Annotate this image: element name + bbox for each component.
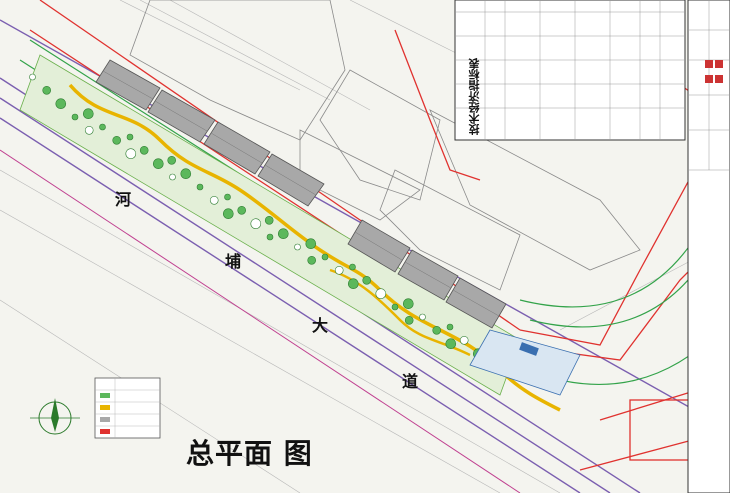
tree: [375, 288, 387, 300]
tech-table-title: 技术经济指标表: [468, 58, 481, 135]
tree: [277, 228, 289, 239]
tree: [169, 173, 176, 181]
tree: [223, 208, 234, 219]
tree: [459, 335, 469, 345]
tree: [307, 255, 317, 265]
tree: [294, 243, 301, 251]
tree: [42, 86, 52, 95]
tree: [153, 158, 164, 169]
tree: [55, 98, 67, 109]
tree: [347, 278, 359, 290]
tree: [237, 206, 246, 215]
tree: [139, 146, 149, 155]
tree: [83, 108, 94, 119]
tree: [126, 133, 134, 141]
tree: [29, 73, 36, 81]
tree: [125, 148, 137, 159]
tree: [404, 315, 414, 325]
tree: [349, 263, 356, 271]
neighbour-plots: [129, 0, 641, 291]
drawing-title: 总平面 图: [186, 437, 313, 470]
shelter-hatching: [102, 70, 500, 317]
tree: [402, 298, 414, 310]
entrance-plaza: [469, 329, 581, 396]
tree: [84, 126, 94, 135]
tree: [321, 253, 329, 261]
road-label-pu: 埔: [225, 252, 242, 271]
legend-box: [94, 377, 161, 439]
tree: [224, 193, 231, 201]
tree: [419, 313, 426, 321]
tree: [432, 325, 442, 335]
road-centreline: [0, 149, 521, 493]
tree: [391, 303, 399, 311]
tree: [209, 196, 219, 205]
title-block: [687, 0, 730, 493]
tree: [167, 156, 176, 165]
tree: [446, 323, 454, 331]
tech-table: [454, 0, 686, 141]
tree: [71, 113, 79, 121]
tree: [196, 183, 204, 191]
tree: [264, 216, 274, 225]
north-arrow-icon: [30, 398, 80, 435]
tree: [99, 123, 106, 131]
tree: [305, 238, 317, 249]
road-label-da: 大: [312, 316, 329, 335]
tree: [266, 233, 274, 241]
tree: [334, 265, 344, 275]
road-label-he: 河: [115, 190, 132, 209]
tree: [180, 168, 192, 179]
tree: [362, 275, 372, 285]
trees: [29, 73, 524, 381]
tree: [250, 218, 262, 229]
tree: [112, 136, 121, 145]
tree: [445, 338, 457, 350]
road-label-dao: 道: [402, 372, 419, 391]
